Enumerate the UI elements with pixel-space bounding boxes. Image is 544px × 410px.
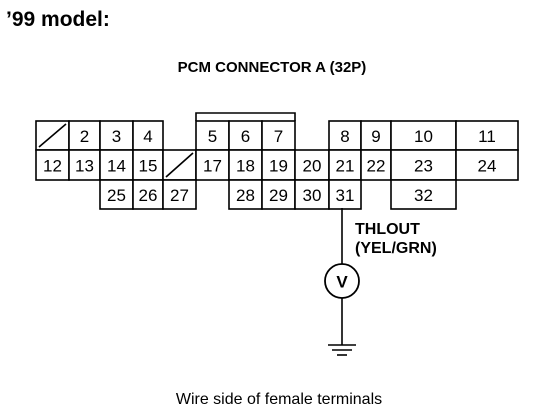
connector-cavity-pin-26: 26 — [132, 179, 164, 210]
connector-cavity-pin-13: 13 — [68, 149, 101, 181]
connector-cavity-pin-18: 18 — [228, 149, 263, 181]
cavity-outline — [261, 120, 296, 151]
cavity-outline — [360, 149, 392, 181]
connector-cavity-pin-2: 2 — [68, 120, 101, 151]
connector-cavity-pin-29: 29 — [261, 179, 296, 210]
model-label: ’99 model: — [6, 8, 110, 31]
connector-cavity-pin-20: 20 — [294, 149, 330, 181]
connector-cavity-pin-10: 10 — [390, 120, 457, 151]
connector-cavity-empty — [162, 149, 197, 181]
connector-cavity-pin-28: 28 — [228, 179, 263, 210]
connector-title: PCM CONNECTOR A (32P) — [178, 59, 367, 76]
pin-number: 3 — [112, 127, 121, 146]
pin-number: 18 — [236, 157, 255, 176]
cavity-outline — [195, 149, 230, 181]
pin-number: 6 — [241, 127, 250, 146]
pin-number: 22 — [367, 157, 386, 176]
connector-cavity-pin-6: 6 — [228, 120, 263, 151]
connector-cavity-pin-19: 19 — [261, 149, 296, 181]
connector-cavity-pin-9: 9 — [360, 120, 392, 151]
pin-number: 7 — [274, 127, 283, 146]
cavity-outline — [294, 179, 330, 210]
pin-number: 24 — [478, 157, 497, 176]
cavity-outline — [162, 179, 197, 210]
signal-name: THLOUT — [355, 221, 420, 238]
connector-lock-tab — [195, 112, 296, 121]
pin-number: 10 — [414, 127, 433, 146]
pin-number: 25 — [107, 186, 126, 205]
connector-cavity-pin-11: 11 — [455, 120, 519, 151]
connector-cavity-pin-12: 12 — [35, 149, 70, 181]
connector-cavity-pin-30: 30 — [294, 179, 330, 210]
blank-cavity-slash — [165, 152, 194, 178]
pin-number: 32 — [414, 186, 433, 205]
cavity-outline — [132, 149, 164, 181]
cavity-outline — [132, 179, 164, 210]
pin-number: 11 — [478, 127, 496, 146]
pin-number: 29 — [269, 186, 288, 205]
pin-number: 23 — [414, 157, 433, 176]
pin-number: 31 — [336, 186, 355, 205]
pin-number: 2 — [80, 127, 89, 146]
connector-cavity-pin-27: 27 — [162, 179, 197, 210]
connector-cavity-pin-8: 8 — [328, 120, 362, 151]
connector-cavity-pin-4: 4 — [132, 120, 164, 151]
cavity-outline — [99, 149, 134, 181]
pin-number: 17 — [203, 157, 222, 176]
blank-cavity-slash — [38, 123, 67, 148]
pin-number: 5 — [208, 127, 217, 146]
diagram-caption: Wire side of female terminals — [176, 391, 382, 408]
connector-cavity-empty — [35, 120, 70, 151]
pin-number: 28 — [236, 186, 255, 205]
connector-cavity-pin-17: 17 — [195, 149, 230, 181]
connector-cavity-pin-5: 5 — [195, 120, 230, 151]
connector-cavity-pin-22: 22 — [360, 149, 392, 181]
pin-number: 4 — [143, 127, 152, 146]
signal-wire-color: (YEL/GRN) — [355, 240, 437, 257]
pin-number: 14 — [107, 157, 126, 176]
connector-cavity-pin-23: 23 — [390, 149, 457, 181]
pin-number: 12 — [43, 157, 62, 176]
pin-number: 30 — [303, 186, 322, 205]
cavity-outline — [390, 179, 457, 210]
connector-cavity-pin-15: 15 — [132, 149, 164, 181]
connector-cavity-pin-21: 21 — [328, 149, 362, 181]
cavity-outline — [328, 179, 362, 210]
cavity-outline — [455, 149, 519, 181]
pin-number: 27 — [170, 186, 189, 205]
pin-number: 9 — [371, 127, 380, 146]
connector-cavity-pin-32: 32 — [390, 179, 457, 210]
cavity-outline — [455, 120, 519, 151]
connector-cavity-pin-25: 25 — [99, 179, 134, 210]
pin-number: 21 — [336, 157, 355, 176]
connector-cavity-pin-7: 7 — [261, 120, 296, 151]
connector-cavity-pin-14: 14 — [99, 149, 134, 181]
pin-number: 8 — [340, 127, 349, 146]
voltmeter-symbol: V — [336, 273, 348, 292]
pin-number: 19 — [269, 157, 288, 176]
pin-number: 15 — [139, 157, 158, 176]
pin-number: 26 — [139, 186, 158, 205]
connector-cavity-pin-31: 31 — [328, 179, 362, 210]
cavity-outline — [390, 120, 457, 151]
ground-icon — [328, 344, 356, 356]
pin-number: 20 — [303, 157, 322, 176]
pin-number: 13 — [75, 157, 94, 176]
cavity-outline — [294, 149, 330, 181]
connector-cavity-pin-3: 3 — [99, 120, 134, 151]
connector-cavity-pin-24: 24 — [455, 149, 519, 181]
cavity-outline — [390, 149, 457, 181]
